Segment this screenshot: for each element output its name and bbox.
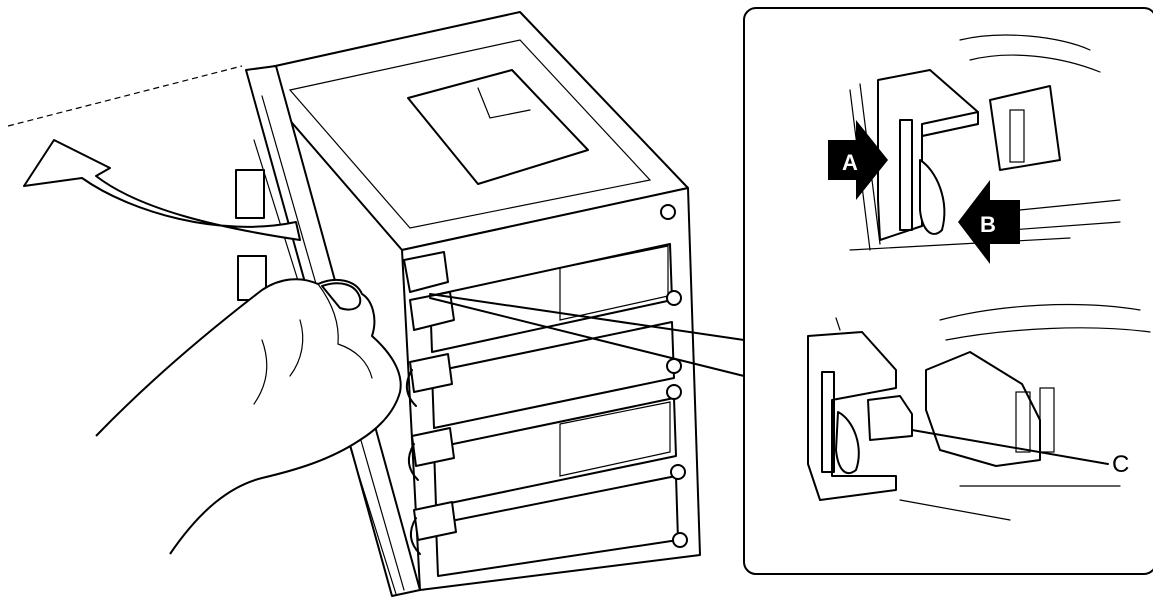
pivot-dashed-line bbox=[7, 65, 243, 127]
screw bbox=[666, 384, 682, 400]
bay-latch bbox=[409, 501, 457, 555]
cage-top-label-mark bbox=[477, 87, 531, 119]
callout-label-a: A bbox=[842, 150, 858, 175]
leader-lines bbox=[429, 293, 745, 377]
hand bbox=[95, 278, 402, 555]
drive-bay-3 bbox=[433, 397, 677, 507]
bay-latch bbox=[407, 427, 455, 481]
curved-arrow-icon bbox=[23, 139, 301, 241]
screw bbox=[666, 290, 682, 306]
detail-inset: A B C bbox=[743, 7, 1153, 575]
callout-label-b: B bbox=[980, 212, 996, 237]
cage-top-inner-panel bbox=[288, 39, 652, 229]
screw bbox=[666, 358, 682, 374]
arrow-right-icon bbox=[828, 120, 888, 200]
cage-top-label bbox=[407, 69, 589, 185]
latch-detail-top bbox=[849, 34, 1121, 251]
screw bbox=[672, 532, 688, 548]
screw bbox=[670, 464, 686, 480]
callout-leader-c bbox=[911, 429, 1109, 465]
side-bracket bbox=[235, 169, 265, 219]
screw bbox=[660, 204, 676, 220]
callout-label-c: C bbox=[1112, 451, 1129, 478]
arrow-left-icon bbox=[958, 180, 1020, 264]
bay-latch bbox=[405, 353, 453, 407]
